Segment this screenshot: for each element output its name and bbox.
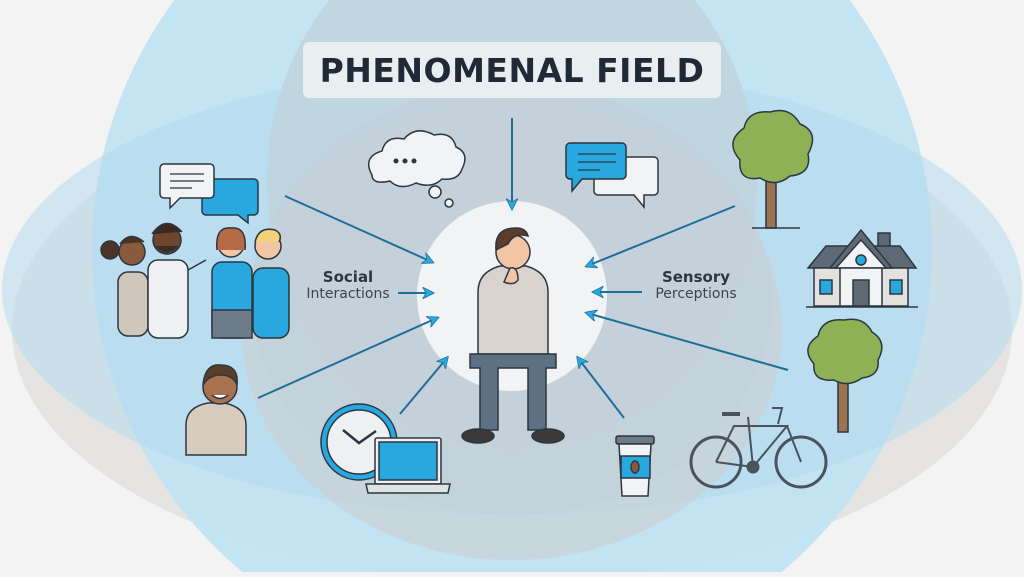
title-banner: PHENOMENAL FIELD bbox=[303, 42, 721, 98]
thinking-person-icon bbox=[461, 227, 565, 444]
speech-bubbles-icon bbox=[159, 163, 259, 225]
laptop-icon bbox=[365, 437, 451, 494]
page-title: PHENOMENAL FIELD bbox=[319, 50, 705, 90]
smiling-person-icon bbox=[185, 364, 247, 456]
sensory-label-line1: Sensory bbox=[661, 268, 731, 286]
tree-icon bbox=[732, 109, 814, 229]
thought-cloud-icon bbox=[367, 130, 466, 208]
tree-icon-2 bbox=[807, 318, 883, 433]
sensory-perceptions-label: Sensory Perceptions bbox=[646, 268, 746, 302]
chat-bubbles-icon bbox=[565, 142, 659, 210]
social-label-line1: Social bbox=[322, 268, 374, 286]
arrows bbox=[257, 118, 789, 419]
social-interactions-label: Social Interactions bbox=[300, 268, 396, 302]
social-label-line2: Interactions bbox=[306, 286, 390, 302]
group-conversation-icon bbox=[100, 222, 290, 339]
sensory-label-line2: Perceptions bbox=[655, 286, 737, 302]
bicycle-icon bbox=[689, 407, 828, 489]
house-icon bbox=[806, 228, 918, 308]
coffee-cup-icon bbox=[615, 435, 655, 497]
